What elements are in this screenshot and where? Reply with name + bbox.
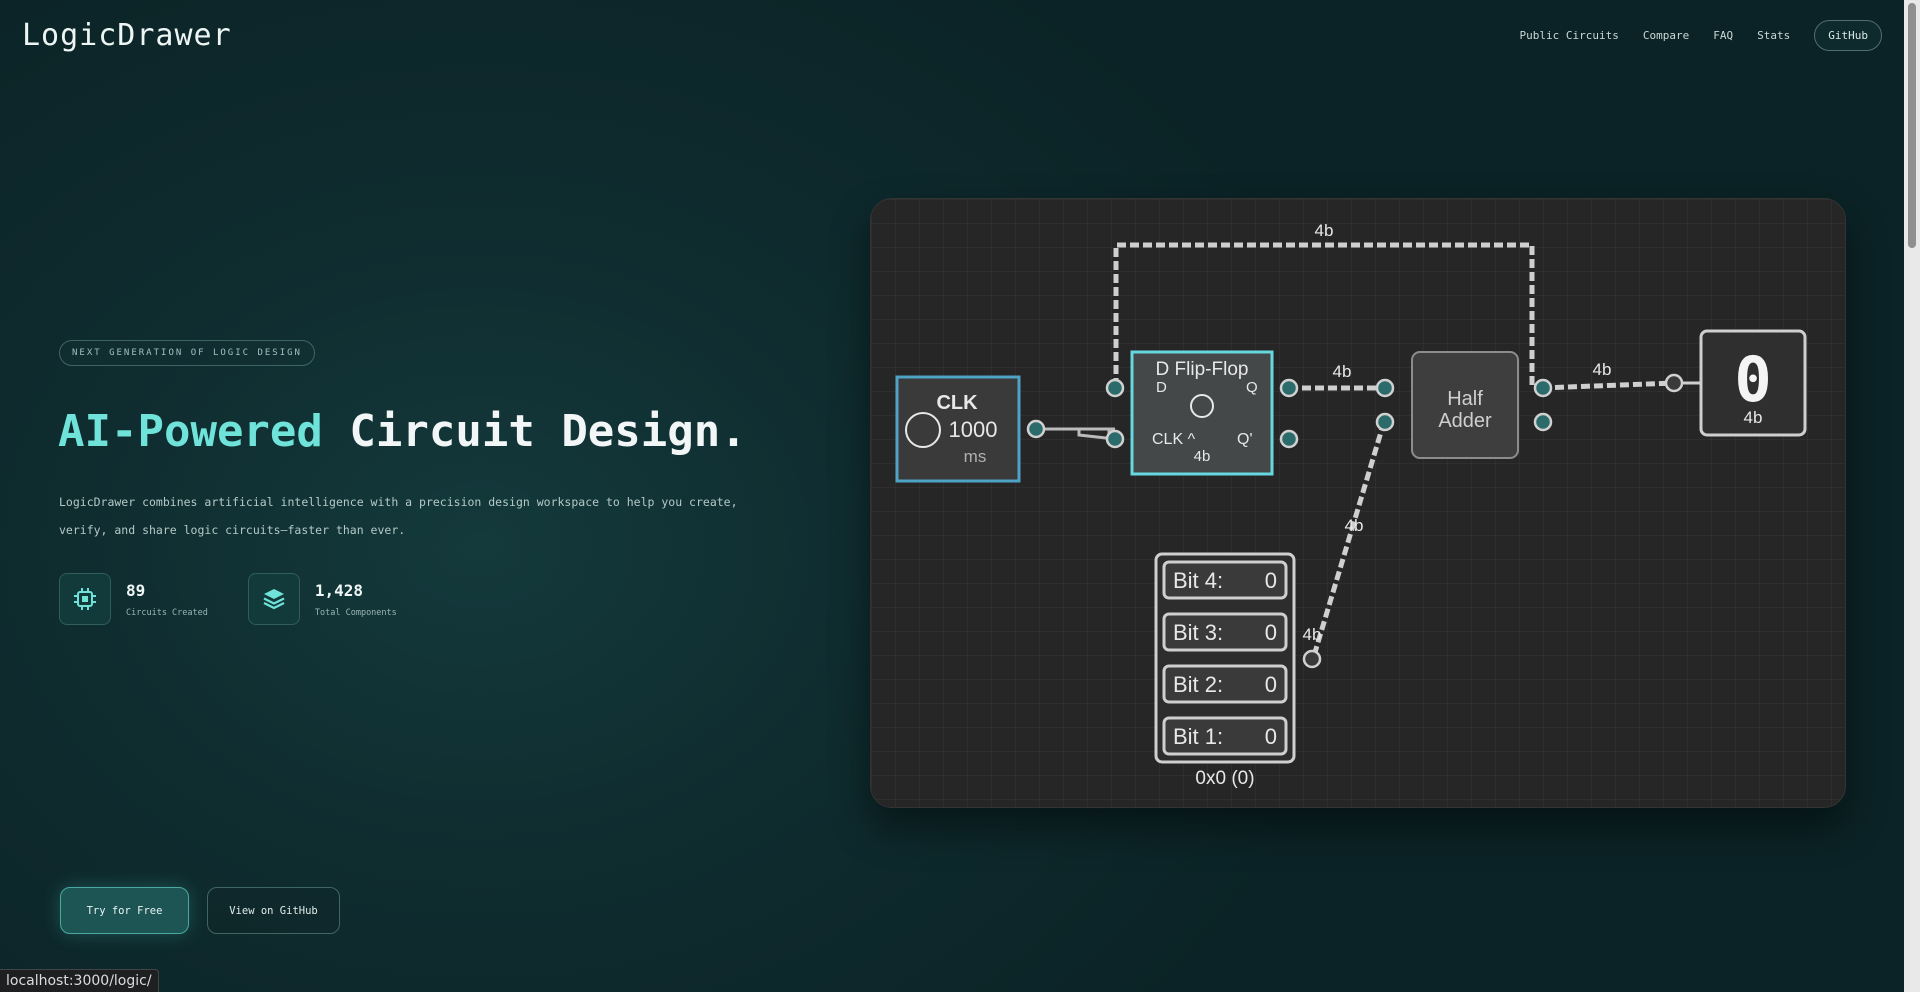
bit-row-2[interactable]: Bit 2: 0 (1162, 664, 1288, 704)
stat-value: 89 (126, 580, 146, 600)
site-header: LogicDrawer Public Circuits Compare FAQ … (0, 0, 1900, 70)
page-scrollbar[interactable] (1904, 0, 1920, 992)
port-ff-qn[interactable] (1279, 429, 1299, 449)
bit-value: 0 (1265, 568, 1277, 593)
port-clk-out[interactable] (1026, 419, 1046, 439)
port-adder-b[interactable] (1375, 412, 1395, 432)
stat-label: Total Components (314, 607, 397, 618)
ff-title: D Flip-Flop (1156, 359, 1249, 380)
bit-value: 0 (1265, 672, 1277, 697)
adder-line1: Half (1447, 388, 1483, 410)
bit-label: Bit 3: (1173, 620, 1223, 645)
clock-circle-icon (905, 412, 941, 448)
wire-label-q: 4b (1333, 362, 1352, 381)
port-input-out[interactable] (1302, 649, 1322, 669)
circuit-canvas[interactable]: 4b 4b 4b 4b 4b CLK 1000 ms D Flip-Flop D… (870, 198, 1846, 808)
hero-badge: NEXT GENERATION OF LOGIC DESIGN (59, 340, 315, 366)
port-ff-d[interactable] (1105, 378, 1125, 398)
ports (1026, 373, 1684, 669)
hex-display-component[interactable]: 0 4b (1699, 329, 1807, 437)
port-ff-clk[interactable] (1105, 429, 1125, 449)
adder-line2: Adder (1438, 410, 1492, 432)
ff-clk-label: CLK ^ (1152, 431, 1196, 448)
ff-width-label: 4b (1194, 448, 1211, 465)
bit-label: Bit 4: (1173, 568, 1223, 593)
bit-row-1[interactable]: Bit 1: 0 (1162, 716, 1288, 756)
clock-title: CLK (936, 392, 978, 414)
nav-faq[interactable]: FAQ (1713, 29, 1734, 42)
wire-feedback (1113, 242, 1535, 387)
hero-title-accent: AI-Powered (58, 406, 323, 457)
stats-row: 89 Circuits Created 1,428 Total Componen… (59, 573, 437, 625)
wire-label-bus: 4b (1345, 516, 1364, 535)
wire-adder-to-display (1541, 380, 1675, 391)
layers-icon (247, 573, 300, 625)
port-adder-carry[interactable] (1533, 412, 1553, 432)
bit-input-component[interactable]: Bit 4: 0 Bit 3: 0 Bit 2: 0 Bit 1: 0 0x0 … (1154, 552, 1296, 789)
hero-description: LogicDrawer combines artificial intellig… (59, 495, 738, 537)
nav-compare[interactable]: Compare (1642, 29, 1690, 42)
bit-row-4[interactable]: Bit 4: 0 (1162, 560, 1288, 600)
hero-title-rest: Circuit Design. (322, 406, 747, 457)
d-flipflop-component[interactable]: D Flip-Flop D Q CLK ^ Q' 4b (1130, 350, 1274, 476)
input-readout: 0x0 (0) (1195, 768, 1254, 789)
stat-value: 1,428 (314, 580, 364, 600)
logo[interactable]: LogicDrawer (22, 18, 232, 53)
ff-qn-label: Q' (1237, 431, 1253, 448)
ff-d-label: D (1156, 379, 1167, 396)
chip-icon (59, 573, 111, 625)
scrollbar-thumb[interactable] (1908, 3, 1916, 248)
wire-label-feedback: 4b (1315, 221, 1334, 240)
port-adder-sum[interactable] (1533, 378, 1553, 398)
circuit-diagram: 4b 4b 4b 4b 4b CLK 1000 ms D Flip-Flop D… (895, 221, 1807, 789)
wire-input-bus (1310, 421, 1387, 660)
stat-components: 1,428 Total Components (247, 573, 397, 625)
main-nav: Public Circuits Compare FAQ Stats GitHub (1496, 20, 1882, 51)
stat-circuits: 89 Circuits Created (59, 573, 208, 625)
bit-row-3[interactable]: Bit 3: 0 (1162, 612, 1288, 652)
ff-q-label: Q (1246, 379, 1258, 396)
nav-public-circuits[interactable]: Public Circuits (1519, 29, 1619, 42)
stat-label: Circuits Created (126, 607, 208, 618)
port-ff-q[interactable] (1279, 378, 1299, 398)
view-github-button[interactable]: View on GitHub (207, 887, 340, 934)
clock-period: 1000 (949, 417, 998, 442)
wire-label-out: 4b (1593, 360, 1612, 379)
half-adder-component[interactable]: Half Adder (1411, 351, 1519, 459)
port-display-in[interactable] (1664, 373, 1684, 393)
clock-component[interactable]: CLK 1000 ms (895, 375, 1021, 483)
try-free-button[interactable]: Try for Free (60, 887, 189, 934)
bit-value: 0 (1265, 724, 1277, 749)
bit-label: Bit 1: (1173, 724, 1223, 749)
clock-unit: ms (964, 447, 987, 466)
ff-state-icon (1190, 394, 1214, 418)
hero-title: AI-Powered Circuit Design. (58, 406, 747, 457)
nav-stats[interactable]: Stats (1757, 29, 1791, 42)
wire-label-port: 4b (1303, 625, 1322, 644)
display-digit: 0 (1734, 343, 1771, 416)
bit-label: Bit 2: (1173, 672, 1223, 697)
browser-status-bar: localhost:3000/logic/ (0, 969, 159, 992)
github-button[interactable]: GitHub (1814, 20, 1882, 51)
port-adder-a[interactable] (1375, 378, 1395, 398)
bit-value: 0 (1265, 620, 1277, 645)
display-width: 4b (1744, 408, 1763, 427)
